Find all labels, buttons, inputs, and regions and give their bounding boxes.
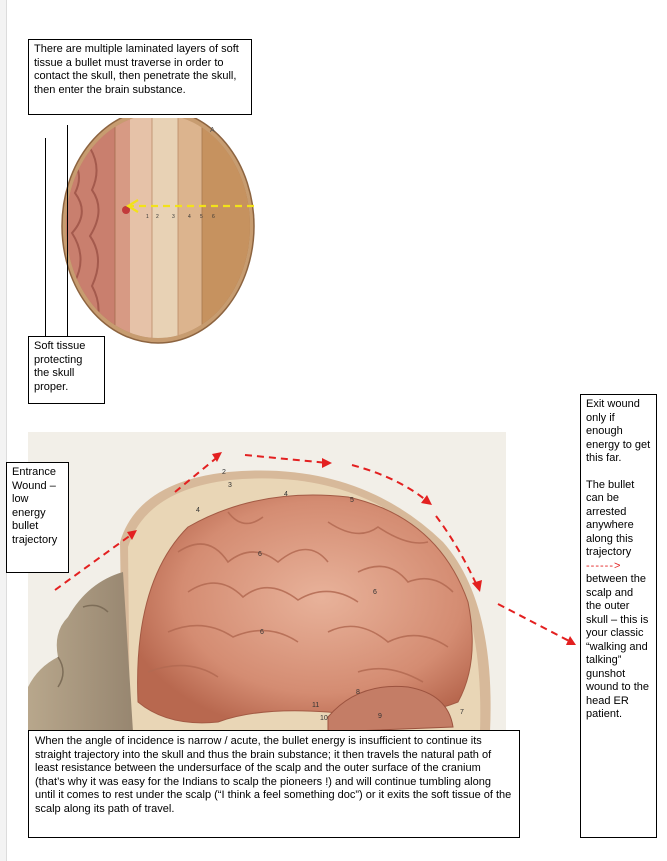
figure-label: 2 — [156, 214, 159, 220]
figure-label: 1 — [146, 214, 149, 220]
note-laminated-layers: There are multiple laminated layers of s… — [28, 39, 252, 115]
layer-arachnoid — [115, 118, 130, 338]
soft-tissue-line-left — [45, 138, 46, 336]
soft-tissue-line-right — [67, 125, 68, 336]
note-entrance-wound: Entrance Wound – low energy bullet traje… — [6, 462, 69, 573]
layer-pericranium — [178, 118, 202, 338]
note-soft-tissue: Soft tissue protecting the skull proper. — [28, 336, 105, 404]
skull-layers-figure: A 1 2 3 4 5 6 — [61, 118, 255, 344]
trajectory-arrowhead — [212, 452, 222, 462]
trajectory-segment — [497, 603, 574, 644]
inline-arrow: ------> — [586, 559, 622, 572]
trajectory-arrowhead — [566, 636, 576, 645]
figure-label: 6 — [373, 589, 377, 596]
cerebellum — [327, 685, 454, 732]
note-text: Entrance Wound – low energy bullet traje… — [12, 466, 58, 546]
figure-label: 8 — [356, 689, 360, 696]
head-section-figure: 2 3 4 4 5 6 6 6 7 8 9 10 11 — [28, 432, 506, 732]
figure-label: 10 — [320, 715, 328, 722]
figure-label: 3 — [172, 214, 175, 220]
page-edge — [0, 0, 7, 861]
trajectory-segment — [244, 454, 329, 464]
figure-label: 4 — [284, 491, 288, 498]
figure-label: 7 — [460, 709, 464, 716]
note-text: between the scalp and the outer skull – … — [586, 573, 649, 720]
trajectory-segment — [54, 531, 136, 591]
trajectory-segment — [174, 454, 221, 493]
note-exit-wound: Exit wound only if enough energy to get … — [580, 394, 657, 838]
trajectory-segment — [435, 515, 479, 589]
figure-label: 6 — [260, 629, 264, 636]
layer-dura — [130, 118, 152, 338]
figure-label: 5 — [200, 214, 203, 220]
trajectory-arrowhead — [421, 495, 432, 505]
figure-label: 3 — [228, 482, 232, 489]
trajectory-arrowhead — [322, 458, 332, 468]
note-text: Soft tissue protecting the skull proper. — [34, 340, 86, 393]
figure-label: 6 — [258, 551, 262, 558]
figure-label: 4 — [196, 507, 200, 514]
figure-label: 9 — [378, 713, 382, 720]
note-angle-of-incidence: When the angle of incidence is narrow / … — [28, 730, 520, 838]
layer-bone — [152, 118, 178, 338]
yellow-arrowhead — [125, 199, 139, 213]
trajectory-segment — [351, 464, 429, 503]
figure-letter: A — [210, 127, 215, 134]
trajectory-arrowhead — [472, 580, 482, 592]
note-text: Exit wound only if enough energy to get … — [586, 398, 651, 464]
brain — [137, 494, 473, 724]
note-text: When the angle of incidence is narrow / … — [35, 735, 512, 815]
face — [28, 572, 133, 732]
note-text: The bullet can be arrested anywhere alon… — [586, 478, 635, 559]
trajectory-arrowhead — [127, 530, 137, 540]
figure-label: 5 — [350, 497, 354, 504]
figure-label: 2 — [222, 469, 226, 476]
figure-label: 4 — [188, 214, 191, 220]
figure-label: 6 — [212, 214, 215, 220]
note-text: There are multiple laminated layers of s… — [34, 43, 239, 96]
figure-label: 11 — [312, 702, 319, 709]
